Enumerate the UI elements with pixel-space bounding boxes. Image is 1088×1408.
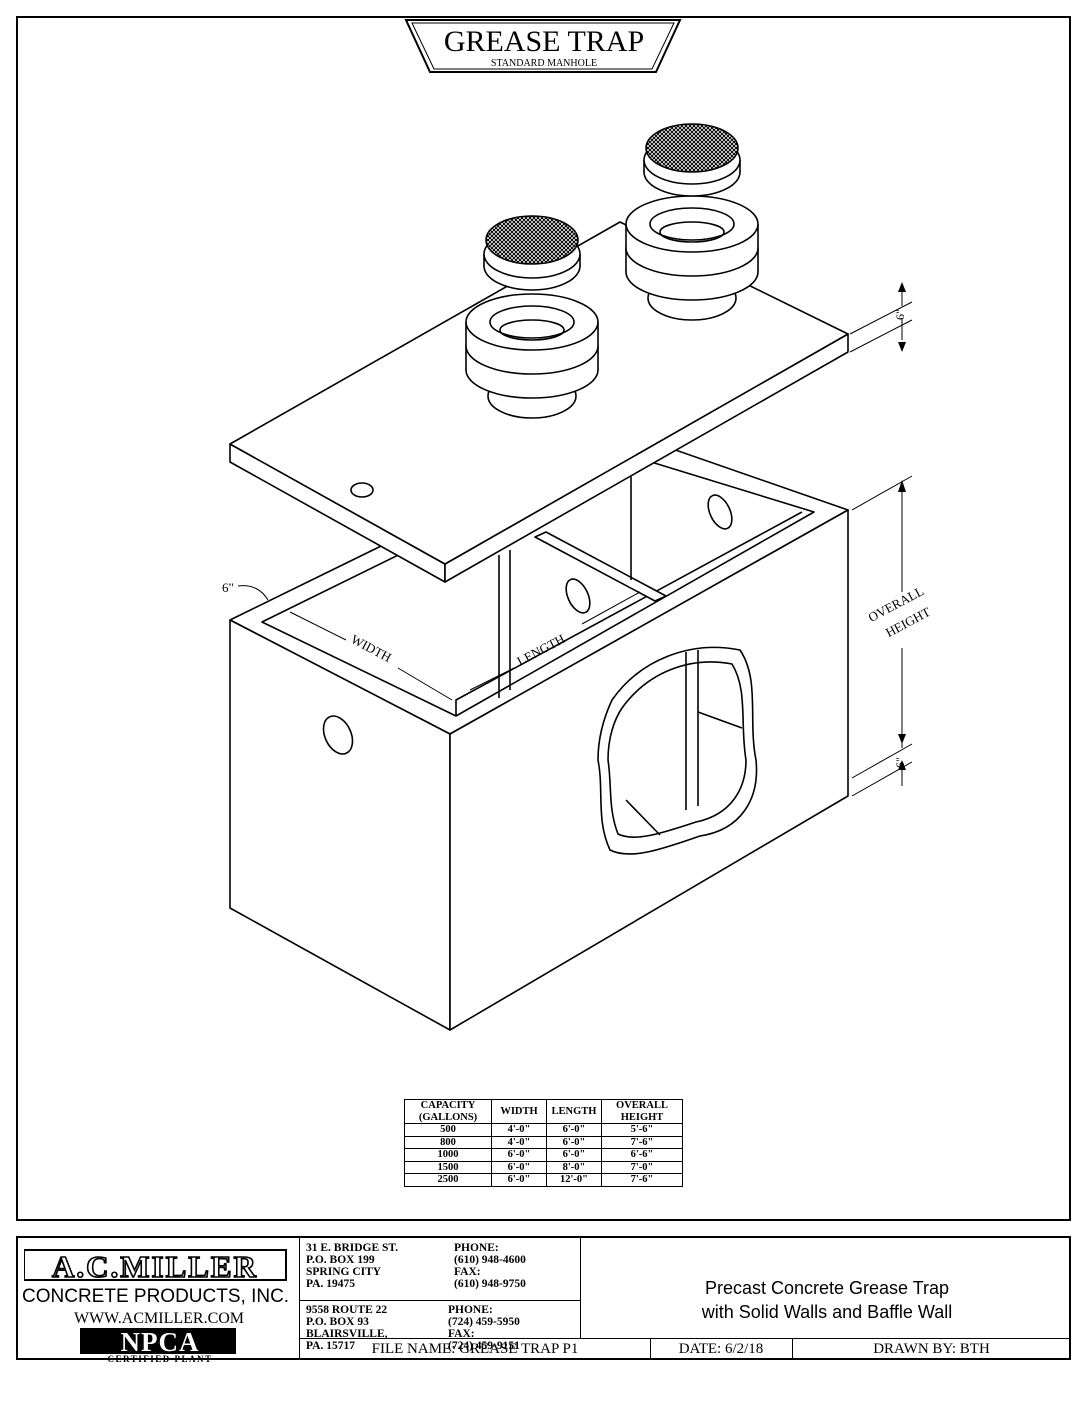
- title-block: A.C.MILLER CONCRETE PRODUCTS, INC. WWW.A…: [16, 1236, 1071, 1364]
- company-website: WWW.ACMILLER.COM: [73, 1310, 245, 1327]
- address-block-spring-city: 31 E. BRIDGE ST. P.O. BOX 199 SPRING CIT…: [306, 1242, 526, 1290]
- cutaway-view: [597, 646, 758, 855]
- company-logo: A.C.MILLER: [24, 1248, 287, 1285]
- manhole-riser-left: [465, 215, 599, 419]
- title-banner: GREASE TRAP STANDARD MANHOLE: [404, 19, 682, 73]
- company-name: CONCRETE PRODUCTS, INC.: [22, 1286, 290, 1307]
- outlet-hole: [707, 494, 733, 530]
- manhole-riser-right: [625, 123, 759, 321]
- manhole-cover-grate-right: [645, 123, 739, 173]
- file-name: FILE NAME: GREASE TRAP P1: [371, 1341, 579, 1357]
- title-main: GREASE TRAP: [444, 25, 644, 58]
- manhole-cover-grate-left: [485, 215, 579, 265]
- baffle-hole: [565, 578, 591, 614]
- address-block-blairsville: 9558 ROUTE 22 P.O. BOX 93 BLAIRSVILLE, P…: [306, 1304, 520, 1352]
- lid-pickup-hole: [350, 482, 374, 498]
- svg-text:CERTIFIED PLANT: CERTIFIED PLANT: [108, 1354, 213, 1364]
- inlet-hole: [322, 715, 354, 755]
- drawing-date: DATE: 6/2/18: [678, 1341, 764, 1357]
- company-block: A.C.MILLER CONCRETE PRODUCTS, INC. WWW.A…: [18, 1238, 300, 1364]
- title-sub: STANDARD MANHOLE: [491, 58, 597, 69]
- lid-thickness-label: 6": [893, 309, 907, 320]
- drawn-by: DRAWN BY: BTH: [873, 1341, 990, 1357]
- svg-text:A.C.MILLER: A.C.MILLER: [52, 1249, 258, 1284]
- svg-text:NPCA: NPCA: [121, 1328, 200, 1357]
- drawing-description: Precast Concrete Grease Trap with Solid …: [701, 1278, 953, 1322]
- header-length: LENGTH: [546, 1099, 602, 1124]
- baffle-wall: [534, 531, 667, 602]
- drawing-border: [16, 16, 1071, 1221]
- wall-thickness-label: 6": [222, 580, 234, 595]
- base-thickness-label: 6": [893, 757, 907, 768]
- grease-trap-drawing: GREASE TRAP STANDARD MANHOLE: [222, 19, 933, 1031]
- header-capacity: CAPACITY(GALLONS): [404, 1099, 492, 1124]
- npca-logo: NPCA CERTIFIED PLANT: [80, 1328, 236, 1364]
- header-width: WIDTH: [491, 1099, 547, 1124]
